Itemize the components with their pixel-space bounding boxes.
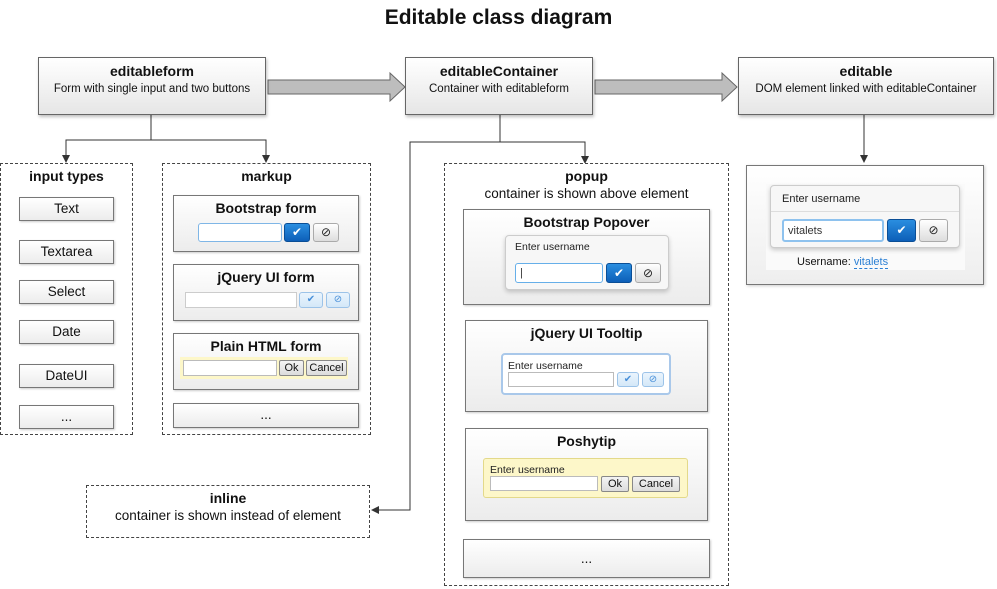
group-title: inline	[209, 490, 247, 506]
editable-input[interactable]: vitalets	[782, 219, 884, 242]
input-type-item: Textarea	[19, 240, 114, 264]
editable-popover-label: Enter username	[782, 193, 861, 205]
bootstrap-form-input[interactable]	[198, 223, 282, 242]
group-subtitle: container is shown above element	[484, 186, 689, 201]
input-type-item: Text	[19, 197, 114, 221]
plain-html-form-input[interactable]	[183, 360, 277, 376]
class-name: editable	[839, 63, 893, 79]
card-title: jQuery UI form	[217, 269, 315, 285]
class-description: DOM element linked with editableContaine…	[755, 83, 977, 95]
class-name: editableform	[109, 63, 194, 79]
diagram-title: Editable class diagram	[384, 6, 613, 29]
generalization-arrow-2	[594, 71, 738, 103]
input-type-item: ...	[19, 405, 114, 429]
poshytip-label: Enter username	[490, 464, 565, 476]
editable-popover-header-divider	[771, 211, 959, 212]
caption-label: Username:	[797, 256, 851, 268]
editable-cancel-button[interactable]: ⊘	[919, 219, 948, 242]
group-title: input types	[29, 168, 104, 184]
editable-caption: Username: vitalets	[797, 256, 889, 269]
popover-cancel-button[interactable]: ⊘	[635, 263, 661, 283]
card-title: Bootstrap form	[215, 200, 317, 216]
group-subtitle: container is shown instead of element	[115, 508, 341, 523]
jqueryui-form-ok-button[interactable]: ✔	[299, 292, 323, 308]
plain-html-form-ok-button[interactable]: Ok	[279, 360, 304, 376]
class-description: Container with editableform	[429, 83, 569, 95]
jqueryui-form-cancel-button[interactable]: ⊘	[326, 292, 350, 308]
input-type-item: DateUI	[19, 364, 114, 388]
class-editable: editable DOM element linked with editabl…	[738, 57, 994, 115]
inline-group: inline container is shown instead of ele…	[86, 485, 370, 538]
input-type-item: Date	[19, 320, 114, 344]
bootstrap-form-cancel-button[interactable]: ⊘	[313, 223, 339, 242]
class-editableform: editableform Form with single input and …	[38, 57, 266, 115]
editable-ok-button[interactable]: ✔	[887, 219, 916, 242]
class-description: Form with single input and two buttons	[53, 83, 251, 95]
class-name: editableContainer	[439, 63, 559, 79]
popover-label: Enter username	[515, 241, 590, 253]
tooltip-cancel-button[interactable]: ⊘	[642, 372, 664, 387]
popup-more-item: ...	[463, 539, 710, 578]
card-title: jQuery UI Tooltip	[530, 325, 643, 341]
jqueryui-form-input[interactable]	[185, 292, 297, 308]
poshytip-cancel-button[interactable]: Cancel	[632, 476, 680, 492]
bootstrap-form-ok-button[interactable]: ✔	[284, 223, 310, 242]
card-title: Bootstrap Popover	[523, 214, 650, 230]
class-editablecontainer: editableContainer Container with editabl…	[405, 57, 593, 115]
poshytip-input[interactable]	[490, 476, 598, 491]
editable-link[interactable]: vitalets	[853, 256, 889, 269]
tooltip-label: Enter username	[508, 360, 583, 372]
generalization-arrow-1	[267, 71, 406, 103]
card-title: Plain HTML form	[210, 338, 322, 354]
poshytip-ok-button[interactable]: Ok	[601, 476, 629, 492]
popover-input[interactable]: |	[515, 263, 603, 283]
popover-ok-button[interactable]: ✔	[606, 263, 632, 283]
tooltip-ok-button[interactable]: ✔	[617, 372, 639, 387]
input-type-item: Select	[19, 280, 114, 304]
group-title: popup	[565, 168, 608, 184]
card-title: Poshytip	[556, 433, 617, 449]
markup-more-item: ...	[173, 403, 359, 428]
tooltip-input[interactable]	[508, 372, 614, 387]
group-title: markup	[241, 168, 292, 184]
plain-html-form-cancel-button[interactable]: Cancel	[306, 360, 347, 376]
